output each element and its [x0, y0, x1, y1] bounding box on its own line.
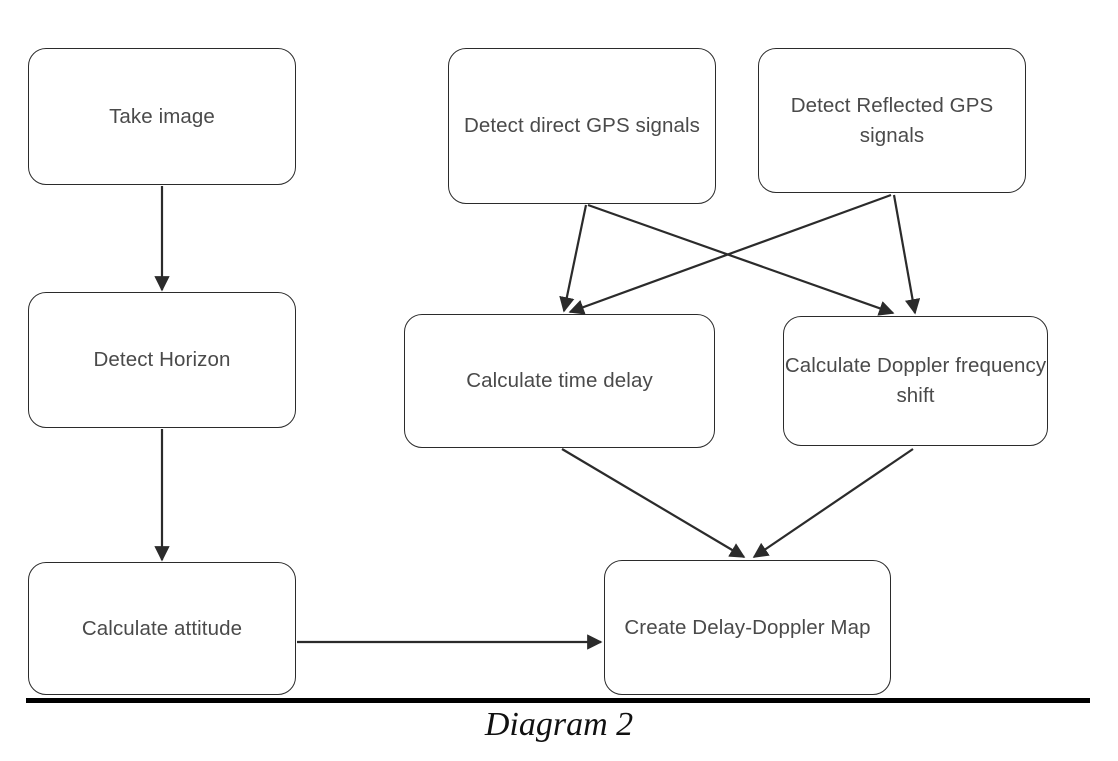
node-calculate-time-delay[interactable]: Calculate time delay: [404, 314, 715, 448]
node-label: Detect Reflected GPS signals: [790, 93, 994, 147]
edge-reflected-gps-to-doppler: [892, 194, 921, 315]
edge-time-delay-to-create-ddm: [561, 448, 746, 558]
edge-direct-gps-to-time-delay: [559, 204, 588, 313]
node-label: Calculate Doppler frequency shift: [784, 354, 1047, 407]
node-detect-horizon[interactable]: Detect Horizon: [28, 292, 296, 428]
node-label: Detect direct GPS signals: [463, 114, 701, 138]
caption-divider-rule: [26, 698, 1090, 703]
node-calculate-attitude[interactable]: Calculate attitude: [28, 562, 296, 695]
edge-doppler-to-create-ddm: [752, 448, 914, 558]
node-calculate-doppler[interactable]: Calculate Doppler frequency shift: [783, 316, 1048, 446]
node-take-image[interactable]: Take image: [28, 48, 296, 185]
node-label: Calculate time delay: [466, 369, 653, 393]
node-label: Detect Horizon: [93, 348, 231, 372]
diagram-caption: Diagram 2: [484, 706, 634, 743]
node-create-delay-doppler-map[interactable]: Create Delay-Doppler Map: [604, 560, 891, 695]
node-label: Take image: [109, 104, 215, 128]
node-label: Create Delay-Doppler Map: [624, 615, 871, 639]
node-detect-reflected-gps[interactable]: Detect Reflected GPS signals: [758, 48, 1026, 193]
node-detect-direct-gps[interactable]: Detect direct GPS signals: [448, 48, 716, 204]
edge-direct-gps-to-doppler: [587, 203, 895, 316]
node-label: Calculate attitude: [81, 616, 243, 640]
edge-reflected-gps-to-time-delay: [568, 193, 892, 315]
